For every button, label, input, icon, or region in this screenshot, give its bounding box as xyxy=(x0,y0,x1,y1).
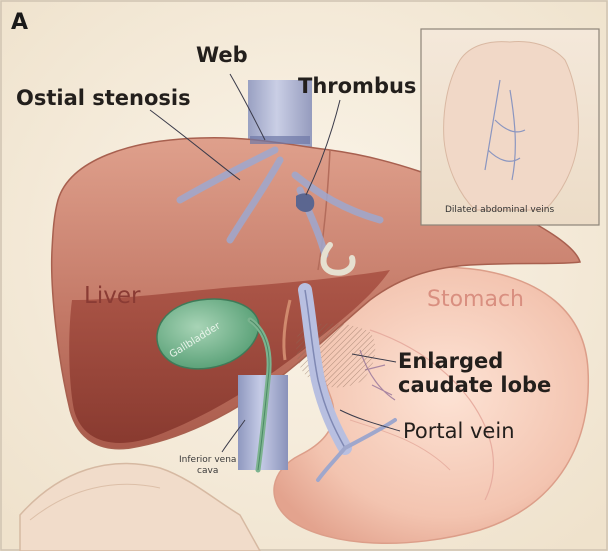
label-portal-vein: Portal vein xyxy=(403,421,515,442)
label-liver: Liver xyxy=(84,285,140,308)
label-enlarged-caudate-lobe: Enlarged caudate lobe xyxy=(398,349,551,397)
label-enlarged-line2: caudate lobe xyxy=(398,373,551,397)
label-ivc-line2: cava xyxy=(179,466,236,477)
web-marker xyxy=(250,136,310,144)
inset-panel xyxy=(421,29,599,225)
label-web: Web xyxy=(196,45,248,66)
label-enlarged-line1: Enlarged xyxy=(398,349,551,373)
label-ostial-stenosis: Ostial stenosis xyxy=(16,88,191,109)
label-ivc-line1: Inferior vena xyxy=(179,455,236,466)
inset-torso xyxy=(444,42,579,210)
panel-letter: A xyxy=(11,12,28,34)
label-thrombus: Thrombus xyxy=(298,76,416,97)
label-stomach: Stomach xyxy=(427,289,524,311)
thrombus-marker xyxy=(296,193,314,212)
inset-caption: Dilated abdominal veins xyxy=(445,206,554,215)
label-inferior-vena-cava: Inferior vena cava xyxy=(179,455,236,478)
